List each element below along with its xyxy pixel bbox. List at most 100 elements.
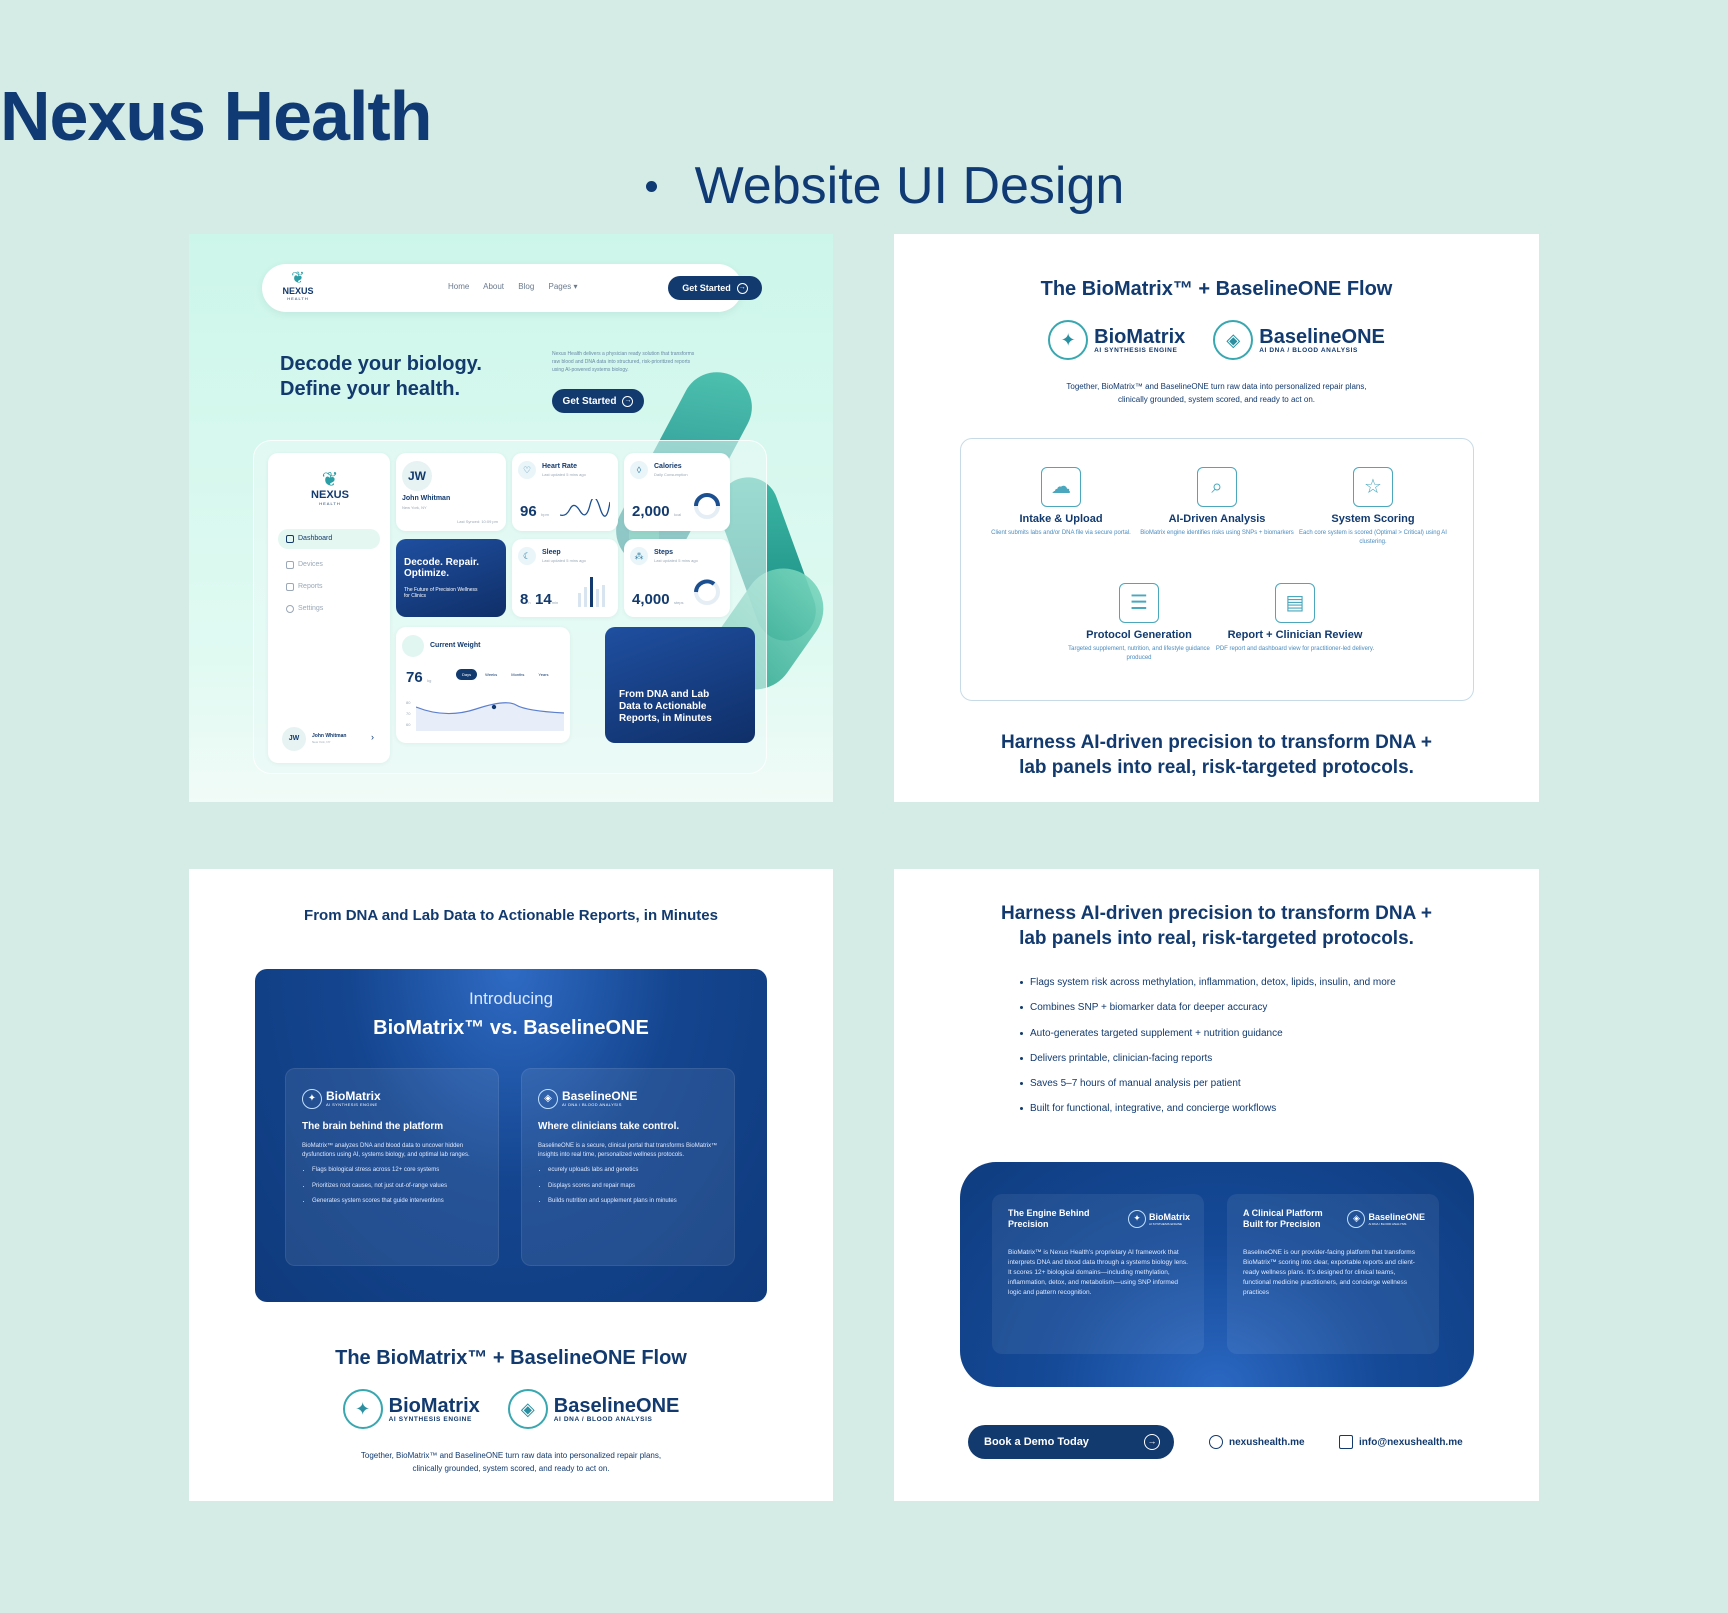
tab-months[interactable]: Months [511, 672, 525, 677]
promo-card[interactable]: Decode. Repair. Optimize. The Future of … [396, 539, 506, 617]
list-item: Generates system scores that guide inter… [312, 1197, 482, 1206]
brain-icon: ✦ [302, 1089, 322, 1109]
website-link[interactable]: nexushealth.me [1209, 1435, 1305, 1449]
weight-value: 76 [406, 669, 423, 686]
list-item: Builds nutrition and supplement plans in… [548, 1197, 718, 1206]
steps-value: 4,000 [632, 591, 670, 608]
sidebar-user[interactable]: JW John Whitman New York, NY › [278, 725, 380, 753]
get-started-hero-button[interactable]: Get Started→ [552, 389, 644, 413]
sidebar-item-settings[interactable]: Settings [278, 599, 380, 619]
cta-card-text: From DNA and Lab Data to Actionable Repo… [619, 689, 712, 724]
brand-name: BaselineONE [1259, 325, 1385, 348]
brand-tag: AI DNA / BLOOD ANALYSIS [562, 1102, 622, 1107]
heart-rate-card[interactable]: ♡ Heart Rate Last updated 5 mins ago 96 … [512, 453, 618, 531]
tagline-line: lab panels into real, risk-targeted prot… [1019, 757, 1414, 778]
nav-home[interactable]: Home [448, 282, 470, 291]
steps-gauge [694, 579, 720, 605]
get-started-nav-button[interactable]: Get Started→ [668, 276, 762, 300]
tagline-line: Harness AI-driven precision to transform… [1001, 732, 1432, 753]
heart-rate-value: 96 [520, 503, 537, 520]
card-heading: A Clinical Platform Built for Precision [1243, 1208, 1323, 1229]
sidebar-item-devices[interactable]: Devices [278, 555, 380, 575]
step-title: AI-Driven Analysis [1168, 513, 1266, 525]
chevron-right-icon: › [371, 732, 374, 742]
user-name: John Whitman [402, 495, 451, 502]
leaf-icon: ❦ [321, 469, 339, 491]
card-description: BaselineONE is our provider-facing platf… [1243, 1249, 1415, 1296]
flow-title: The BioMatrix™ + BaselineONE Flow [1040, 278, 1393, 300]
card-title: Sleep [542, 549, 561, 556]
nav-pages[interactable]: Pages ▾ [549, 282, 578, 291]
heart-icon: ♡ [518, 461, 536, 479]
card-heading: Where clinicians take control. [538, 1121, 680, 1132]
flow-description: Together, BioMatrix™ and BaselineONE tur… [894, 380, 1539, 406]
tab-days[interactable]: Days [456, 669, 478, 680]
button-label: Get Started [682, 283, 731, 293]
brain-icon: ✦ [342, 1389, 383, 1429]
card-description: BioMatrix™ is Nexus Health's proprietary… [1008, 1249, 1188, 1296]
desc-line: clinically grounded, system scored, and … [1118, 395, 1315, 404]
nexus-logo[interactable]: ❦ NEXUS HEALTH [278, 271, 318, 302]
chevron-down-icon: ▾ [573, 282, 578, 291]
title-line: Harness AI-driven precision to transform… [1001, 903, 1432, 924]
intro-label: Introducing [468, 989, 554, 1008]
brand-name: BaselineONE [562, 1089, 638, 1103]
email-link[interactable]: info@nexushealth.me [1339, 1435, 1463, 1449]
tab-weeks[interactable]: Weeks [485, 672, 498, 677]
step-scoring: ☆ System Scoring Each core system is sco… [1293, 467, 1453, 547]
card-subtitle: Daily Consumption [654, 472, 688, 477]
step-title: System Scoring [1331, 513, 1415, 525]
flow-title: The BioMatrix™ + BaselineONE Flow [335, 1347, 687, 1369]
brand-tag: AI DNA / BLOOD ANALYSIS [1259, 346, 1358, 354]
grid-icon [286, 535, 294, 543]
list-item: Combines SNP + biomarker data for deeper… [1020, 1002, 1396, 1027]
sidebar-item-dashboard[interactable]: Dashboard [278, 529, 380, 549]
hero-description: Nexus Health delivers a physician ready … [552, 351, 695, 373]
user-location: New York, NY [312, 740, 331, 744]
unit: steps [674, 600, 684, 605]
calories-card[interactable]: ◊ Calories Daily Consumption 2,000 kcal [624, 453, 730, 531]
cta-card[interactable]: From DNA and Lab Data to Actionable Repo… [605, 627, 755, 743]
brand-name: BioMatrix [1094, 325, 1186, 348]
brand-name: BioMatrix [1148, 1211, 1190, 1222]
features-title: Harness AI-driven precision to transform… [894, 901, 1539, 951]
comparison-title: From DNA and Lab Data to Actionable Repo… [304, 907, 718, 924]
card-title: Current Weight [430, 642, 481, 649]
profile-card[interactable]: JW John Whitman New York, NY Last Synced… [396, 453, 506, 531]
sidebar-item-label: Dashboard [298, 535, 333, 542]
flow-panel: The BioMatrix™ + BaselineONE Flow ✦ BioM… [894, 234, 1539, 802]
nav-pages-label: Pages [548, 282, 572, 291]
brand-name: BaselineONE [553, 1394, 680, 1417]
logo-sub: HEALTH [287, 296, 309, 301]
nav-blog[interactable]: Blog [518, 282, 535, 291]
step-intake: ☁ Intake & Upload Client submits labs an… [981, 467, 1141, 538]
features-panel: Harness AI-driven precision to transform… [894, 869, 1539, 1501]
clinical-card: A Clinical Platform Built for Precision … [1227, 1194, 1439, 1354]
book-demo-button[interactable]: Book a Demo Today → [968, 1425, 1174, 1459]
sleep-hours: 8 [520, 591, 529, 608]
nav-about[interactable]: About [483, 282, 505, 291]
dashboard-preview: ❦ NEXUS HEALTH Dashboard Devices Reports… [253, 440, 767, 774]
flow-description: Together, BioMatrix™ and BaselineONE tur… [189, 1449, 833, 1475]
steps-card[interactable]: ⁂ Steps Last updated 5 mins ago 4,000 st… [624, 539, 730, 617]
y-tick: 70 [406, 711, 411, 716]
hero-line-2: Define your health. [280, 378, 461, 400]
sidebar-item-label: Reports [298, 583, 323, 590]
step-title: Intake & Upload [1019, 513, 1103, 525]
dna-drop-icon: ◈ [538, 1089, 558, 1109]
website-text: nexushealth.me [1229, 1436, 1305, 1448]
tab-years[interactable]: Years [538, 672, 549, 677]
sleep-card[interactable]: ☾ Sleep Last updated 5 mins ago 8h 14min [512, 539, 618, 617]
sidebar-item-label: Devices [298, 561, 323, 568]
sidebar-item-reports[interactable]: Reports [278, 577, 380, 597]
list-item: Prioritizes root causes, not just out-of… [312, 1182, 482, 1191]
brand-name: BioMatrix [388, 1394, 480, 1417]
step-desc: BioMatrix engine identifies risks using … [1140, 530, 1294, 536]
